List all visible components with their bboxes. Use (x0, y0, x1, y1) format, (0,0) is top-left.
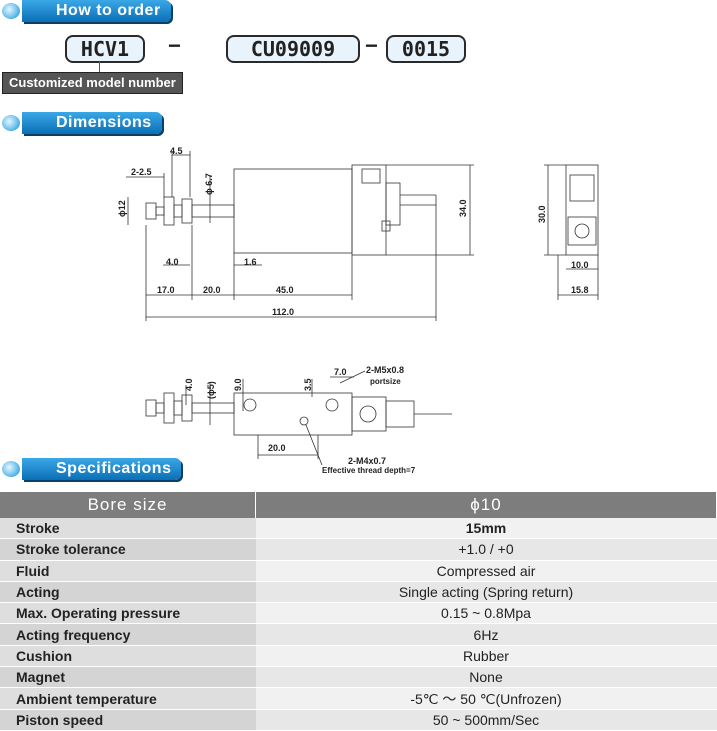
model-code-custom: CU09009 (226, 35, 360, 63)
spec-value: Rubber (255, 645, 717, 668)
dim-label: (ϕ5) (206, 381, 216, 399)
dim-label: 9.0 (233, 378, 243, 391)
dim-label: 7.0 (334, 367, 347, 377)
table-header-row: Bore size ϕ10 (0, 492, 717, 518)
spec-value: -5℃ ～ 50 ℃(Unfrozen) (255, 687, 717, 710)
bullet-icon (2, 461, 20, 477)
bore-size-header: Bore size (0, 492, 256, 518)
customized-model-label: Customized model number (2, 72, 183, 94)
spec-key: Acting (0, 581, 256, 604)
spec-value: 15mm (255, 518, 717, 540)
spec-value: 50 ~ 500mm/Sec (255, 709, 717, 731)
dim-label: 20.0 (203, 285, 221, 295)
spec-key: Magnet (0, 666, 256, 689)
dim-label: 20.0 (268, 443, 286, 453)
spec-value: +1.0 / +0 (255, 538, 717, 561)
dimension-drawing: 4.5 2-2.5 ϕ 6.7 ϕ12 4.0 1.6 17.0 20.0 45… (117, 146, 599, 465)
spec-value: Single acting (Spring return) (255, 581, 717, 604)
spec-key: Stroke tolerance (0, 538, 256, 561)
dim-label: 45.0 (276, 285, 294, 295)
dim-label: 17.0 (157, 285, 175, 295)
separator: − (365, 33, 378, 58)
model-code-stroke: 0015 (386, 35, 466, 63)
section-title: Dimensions (22, 112, 162, 134)
thread-label: 2-M4x0.7 (348, 456, 386, 465)
dim-label: 2-2.5 (131, 167, 152, 177)
dim-label: 4.0 (184, 378, 194, 391)
bullet-icon (2, 115, 20, 131)
model-code-hcv1: HCV1 (65, 35, 145, 63)
separator: − (168, 33, 181, 58)
bullet-icon (2, 3, 20, 19)
section-title: How to order (22, 0, 171, 22)
dim-label: 4.5 (170, 146, 183, 156)
spec-key: Max. Operating pressure (0, 602, 256, 625)
dim-label: 4.0 (166, 257, 179, 267)
dim-label: 15.8 (571, 285, 589, 295)
spec-value: 0.15 ~ 0.8Mpa (255, 602, 717, 625)
spec-key: Stroke (0, 518, 256, 540)
spec-key: Fluid (0, 560, 256, 582)
dim-label: ϕ12 (117, 200, 127, 217)
spec-value: 6Hz (255, 623, 717, 646)
spec-value: Compressed air (255, 560, 717, 582)
spec-key: Ambient temperature (0, 687, 256, 710)
dim-label: 30.0 (537, 205, 547, 223)
bore-size-value: ϕ10 (255, 492, 717, 518)
dim-label: 112.0 (272, 307, 294, 317)
spec-key: Piston speed (0, 709, 256, 731)
leader-line (99, 61, 100, 72)
section-title: Specifications (22, 458, 182, 480)
port-size-sub: portsize (370, 377, 401, 386)
table-row: Ambient temperature-5℃ ～ 50 ℃(Unfrozen) (0, 687, 717, 710)
dim-label: 10.0 (571, 260, 589, 270)
port-size-label: 2-M5x0.8 (366, 365, 404, 375)
spec-key: Cushion (0, 645, 256, 668)
spec-value: None (255, 666, 717, 689)
thread-depth-note: Effective thread depth=7 (322, 466, 416, 475)
spec-key: Acting frequency (0, 623, 256, 646)
dim-label: 34.0 (458, 199, 468, 217)
dim-label: 3.5 (303, 378, 313, 391)
dim-label: 1.6 (244, 257, 257, 267)
dim-label: ϕ 6.7 (204, 173, 214, 195)
table-row: Stroke tolerance+1.0 / +0 (0, 538, 717, 561)
